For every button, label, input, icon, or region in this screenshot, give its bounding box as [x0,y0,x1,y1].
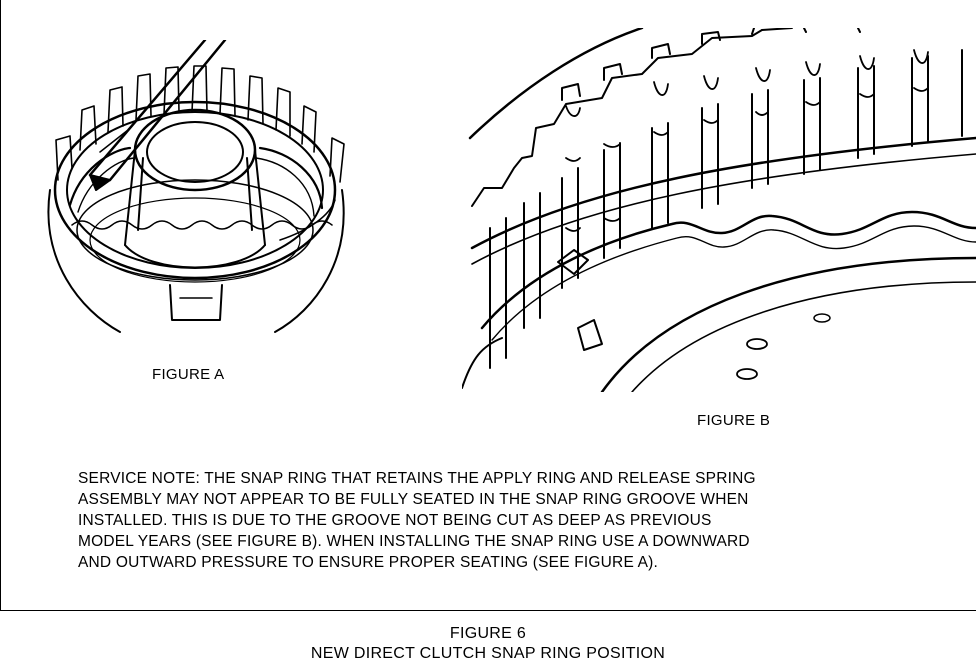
figure-a-caption: FIGURE A [152,366,225,383]
divider-line [0,610,976,611]
service-note-line: SERVICE NOTE: THE SNAP RING THAT RETAINS… [78,470,756,487]
figure-number: FIGURE 6 [449,625,527,642]
figure-b-illustration [462,28,976,392]
figure-name: NEW DIRECT CLUTCH SNAP RING POSITION [310,645,666,662]
figure-title: FIGURE 6 NEW DIRECT CLUTCH SNAP RING POS… [0,624,976,664]
figure-a-illustration [30,40,360,340]
service-note-line: MODEL YEARS (SEE FIGURE B). WHEN INSTALL… [78,533,750,550]
page-left-border [0,0,1,611]
figure-b-caption: FIGURE B [697,412,771,429]
service-note: SERVICE NOTE: THE SNAP RING THAT RETAINS… [78,468,958,573]
service-note-line: ASSEMBLY MAY NOT APPEAR TO BE FULLY SEAT… [78,491,749,508]
service-note-line: INSTALLED. THIS IS DUE TO THE GROOVE NOT… [78,512,712,529]
service-note-line: AND OUTWARD PRESSURE TO ENSURE PROPER SE… [78,554,659,571]
